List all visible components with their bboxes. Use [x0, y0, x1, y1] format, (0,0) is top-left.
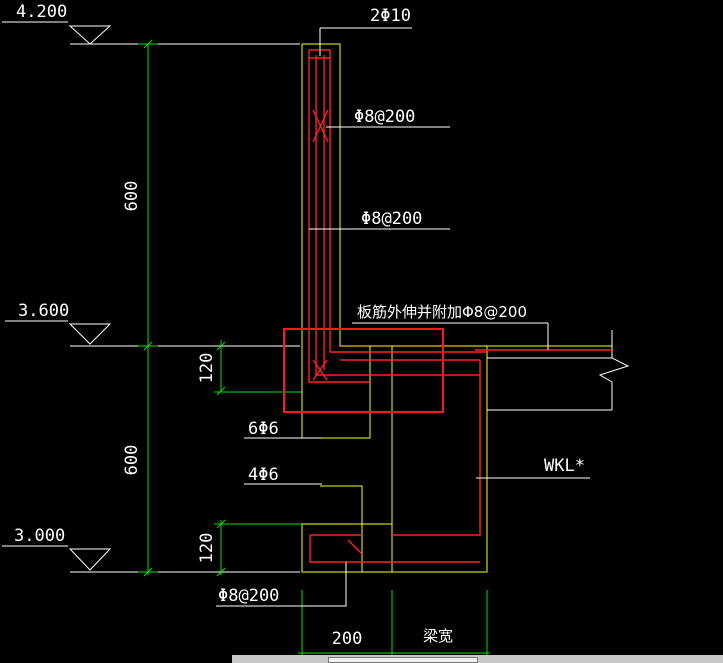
dimension-lower-height: 600: [122, 445, 142, 476]
elevation-marker-bottom: 3.000: [2, 526, 300, 573]
highlight-box: [283, 328, 444, 413]
concrete-outline: [301, 43, 630, 573]
elevation-label-top: 4.200: [16, 2, 67, 22]
dimension-ledge-thickness: 120: [197, 533, 217, 564]
elevation-marker-top: 4.200: [2, 2, 300, 45]
beam-label: WKL*: [544, 456, 585, 476]
beam-concrete-fill: [391, 345, 488, 573]
rebar-label-stirrup-bottom: Φ8@200: [218, 586, 279, 606]
rebar-label-bars-4: 4Φ6: [248, 465, 279, 485]
vertical-dimension-chain: [138, 39, 302, 577]
elevation-triangle-icon: [68, 323, 112, 345]
dimension-wall-width: 200: [332, 629, 363, 649]
rebar-label-bars-6: 6Φ6: [248, 419, 279, 439]
elevation-triangle-icon: [68, 548, 112, 571]
elevation-triangle-icon: [68, 25, 112, 45]
rebar-label-stirrup-upper: Φ8@200: [354, 107, 415, 127]
dimension-beam-width: 梁宽: [423, 627, 453, 645]
elevation-marker-mid: 3.600: [5, 301, 300, 347]
horizontal-dimension-chain: [298, 590, 490, 660]
elevation-label-mid: 3.600: [18, 301, 69, 321]
rebar-label-stirrup-mid: Φ8@200: [361, 209, 422, 229]
status-bar: [232, 655, 723, 663]
dimension-slab-thickness: 120: [197, 353, 217, 384]
elevation-label-bottom: 3.000: [14, 526, 65, 546]
dimension-upper-height: 600: [122, 181, 142, 212]
rebar-lines: [308, 49, 612, 563]
rebar-label-top-bars: 2Φ10: [370, 6, 411, 26]
status-input-field[interactable]: [328, 657, 478, 663]
rebar-label-slab-extension: 板筋外伸并附加Φ8@200: [357, 303, 527, 321]
